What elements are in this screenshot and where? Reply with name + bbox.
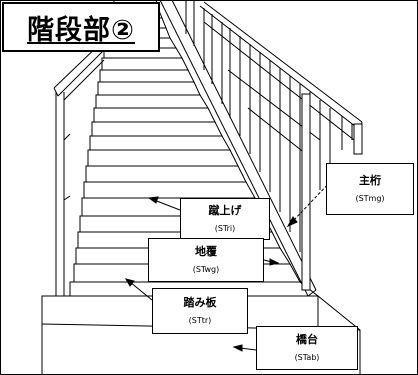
leader-tread (129, 281, 153, 301)
wall-footing-name: 地覆 (195, 245, 217, 258)
title-box: 階段部② (2, 2, 160, 52)
tread-code: (STtr) (188, 316, 212, 325)
label-riser: 蹴上げ (STri) (180, 198, 270, 240)
label-wall-footing: 地覆 (STwg) (148, 238, 264, 282)
abutment-code: (STab) (294, 353, 320, 362)
left-railing (53, 39, 107, 297)
label-abutment: 橋台 (STab) (256, 326, 358, 370)
label-tread: 踏み板 (STtr) (152, 288, 248, 334)
right-balusters (185, 0, 353, 252)
arrowhead-main-girder (286, 216, 298, 228)
arrowhead-tread (124, 278, 135, 287)
wall-footing-code: (STwg) (192, 265, 220, 274)
main-girder-name: 主桁 (359, 174, 381, 187)
abutment-name: 橋台 (296, 333, 318, 346)
leader-riser (153, 199, 181, 211)
page-title: 階段部② (27, 14, 135, 46)
right-posts (301, 93, 363, 291)
arrowhead-wall-footing (269, 258, 280, 266)
main-girder-code: (STmg) (355, 194, 385, 203)
riser-code: (STri) (214, 224, 236, 233)
main-girder (159, 0, 317, 297)
label-main-girder: 主桁 (STmg) (326, 163, 414, 215)
leader-abutment (239, 347, 257, 351)
arrowhead-riser (147, 196, 159, 204)
riser-name: 蹴上げ (208, 204, 242, 217)
arrowhead-abutment (232, 344, 243, 352)
tread-name: 踏み板 (183, 296, 217, 309)
